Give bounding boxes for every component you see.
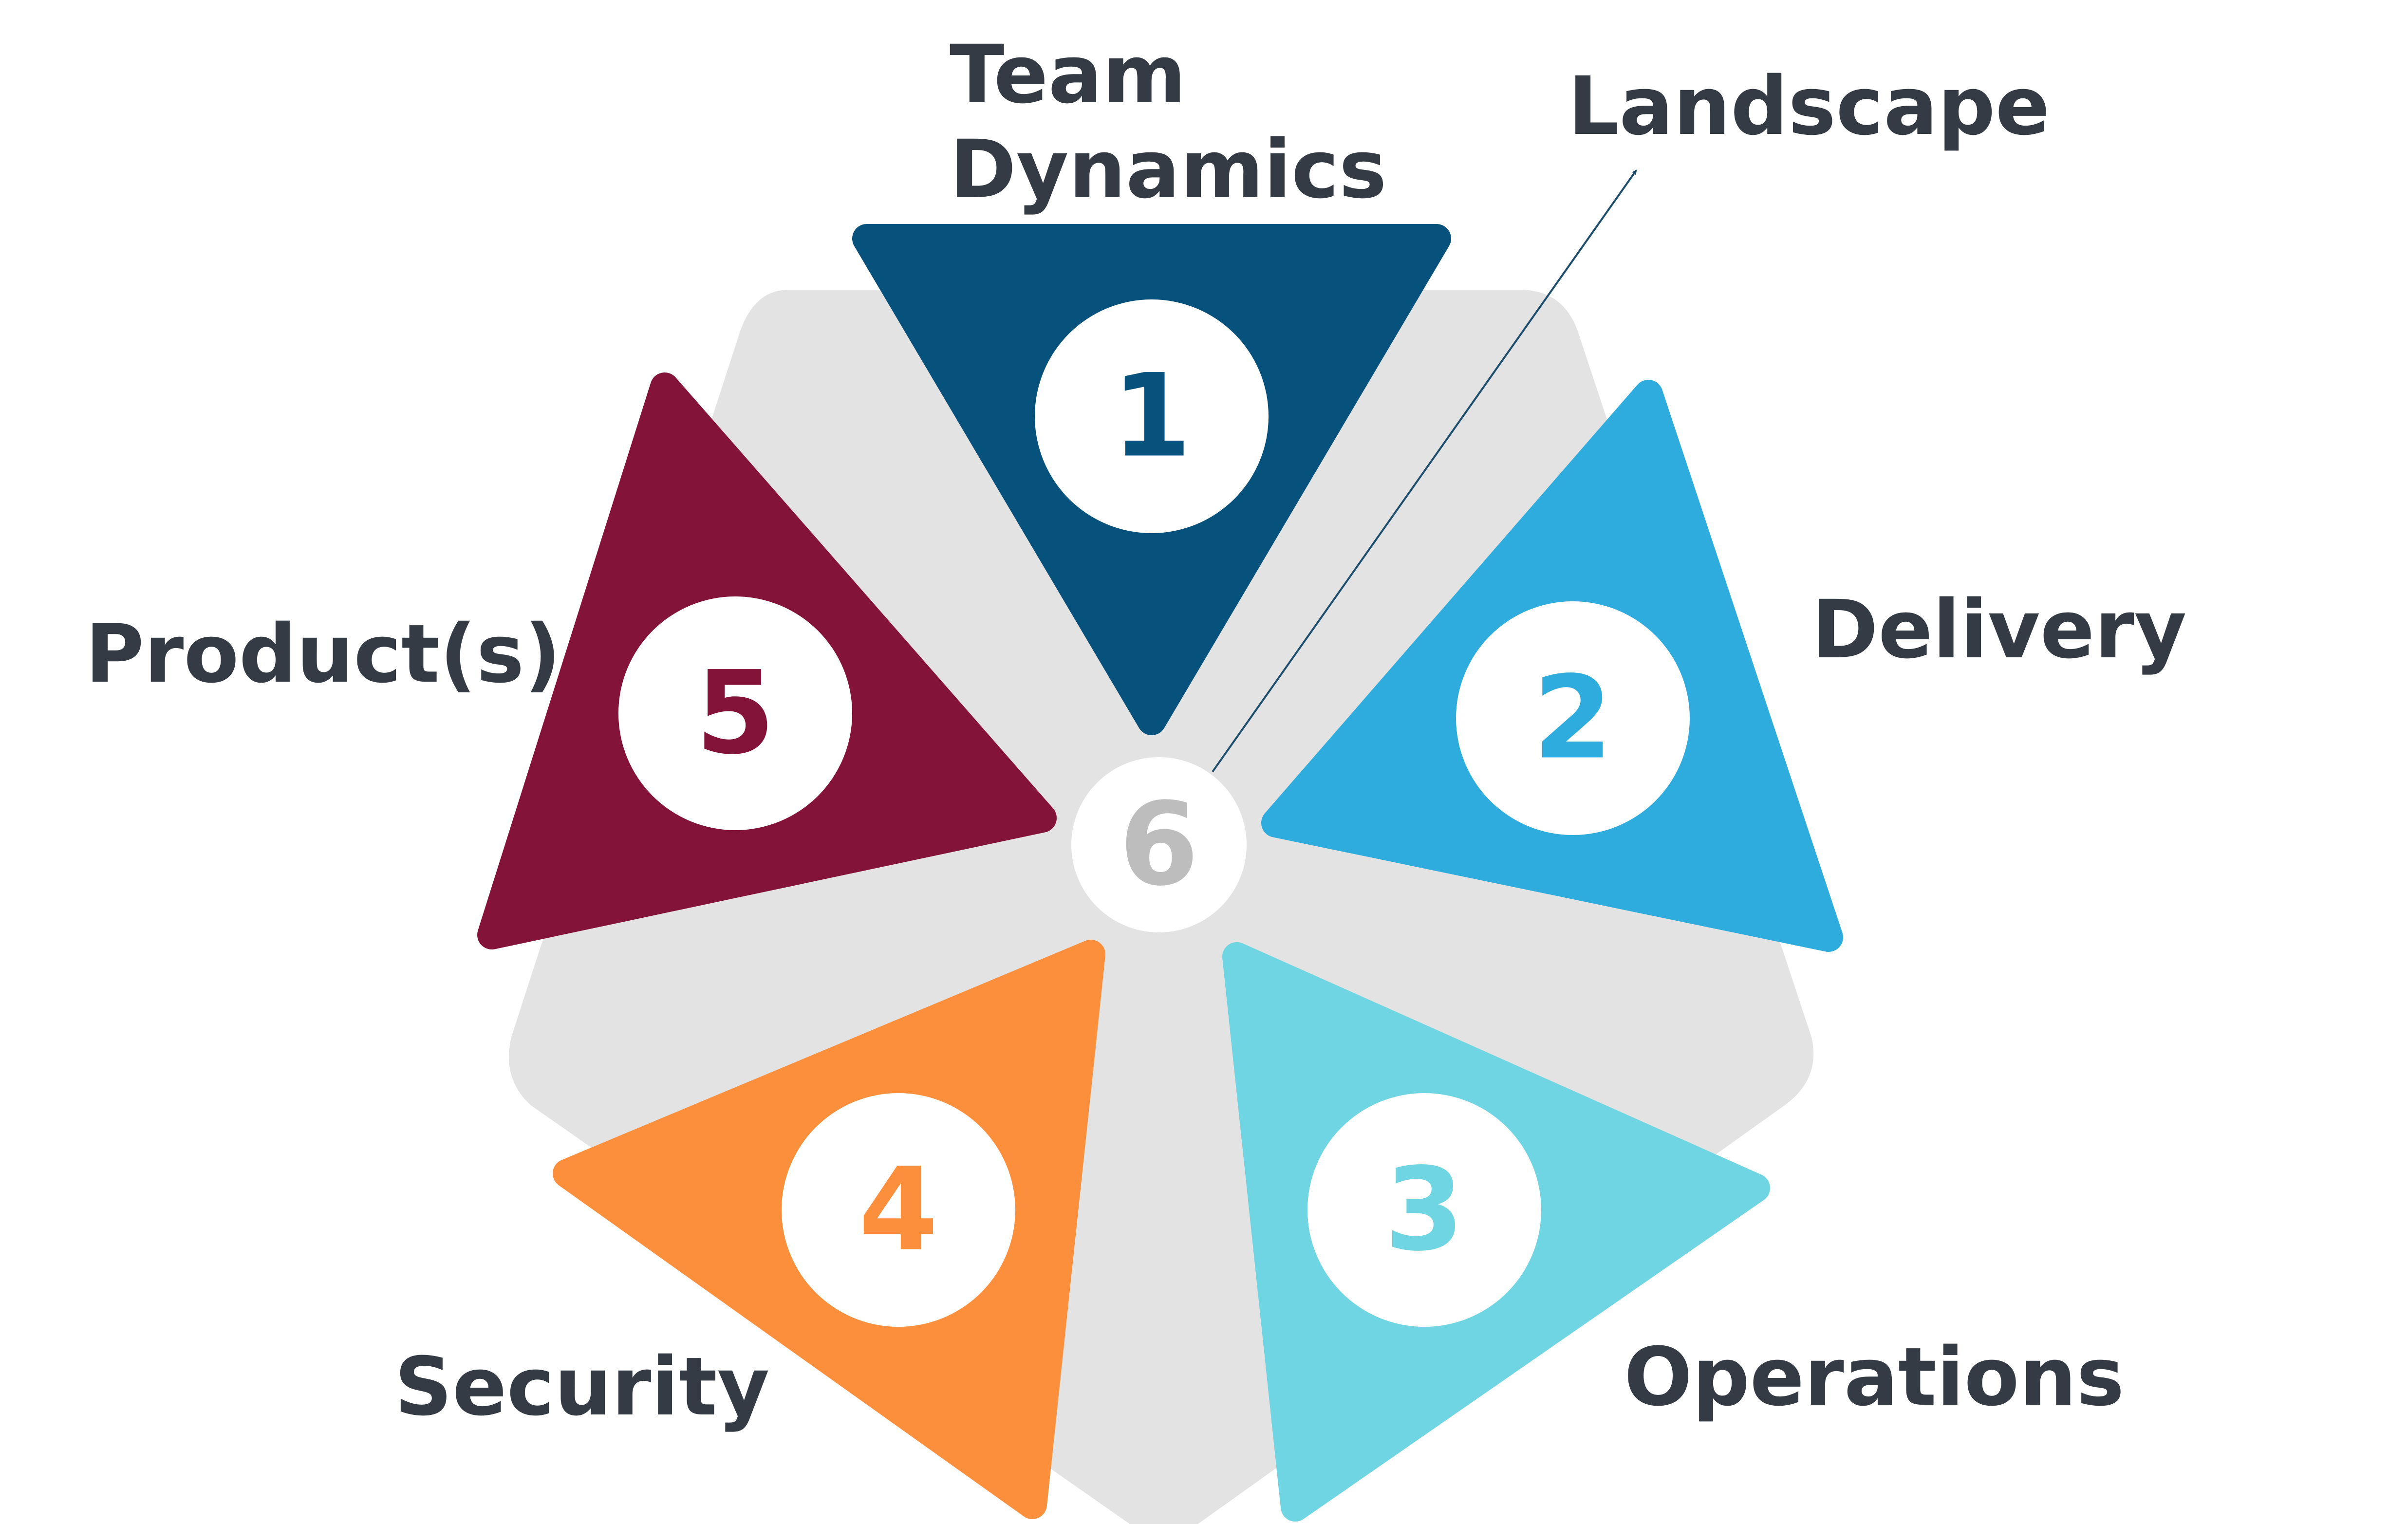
segment-3-number: 3 [1384, 1144, 1464, 1277]
segment-2-number: 2 [1533, 652, 1613, 785]
label-team-dynamics: Team Dynamics [950, 28, 1387, 216]
segment-3-badge [1307, 1093, 1541, 1327]
segment-2-badge [1456, 601, 1690, 835]
segment-1-number: 1 [1112, 350, 1192, 483]
segment-2-delivery: 2 [1261, 380, 1843, 952]
label-landscape: Landscape [1568, 59, 2050, 153]
label-products: Product(s) [85, 607, 561, 701]
segment-4-number: 4 [859, 1144, 938, 1277]
segment-5-badge [618, 596, 852, 830]
label-team-dynamics-line-1: Team [950, 28, 1186, 121]
segment-5-products: 5 [477, 372, 1057, 949]
segment-5-number: 5 [695, 647, 775, 780]
landscape-pointer-arrow [1212, 169, 1637, 773]
center-number: 6 [1119, 779, 1199, 911]
label-team-dynamics-line-2: Dynamics [950, 123, 1387, 216]
segment-3-operations: 3 [1222, 942, 1770, 1522]
segment-1-team-dynamics: 1 [852, 224, 1451, 735]
center-landscape: 6 [1071, 169, 1637, 932]
segment-4-security: 4 [553, 940, 1105, 1519]
label-operations: Operations [1624, 1330, 2124, 1424]
center-badge [1071, 757, 1247, 932]
label-security: Security [394, 1340, 769, 1433]
label-delivery: Delivery [1811, 583, 2186, 676]
segment-1-badge [1035, 299, 1269, 533]
segment-4-badge [782, 1093, 1015, 1327]
